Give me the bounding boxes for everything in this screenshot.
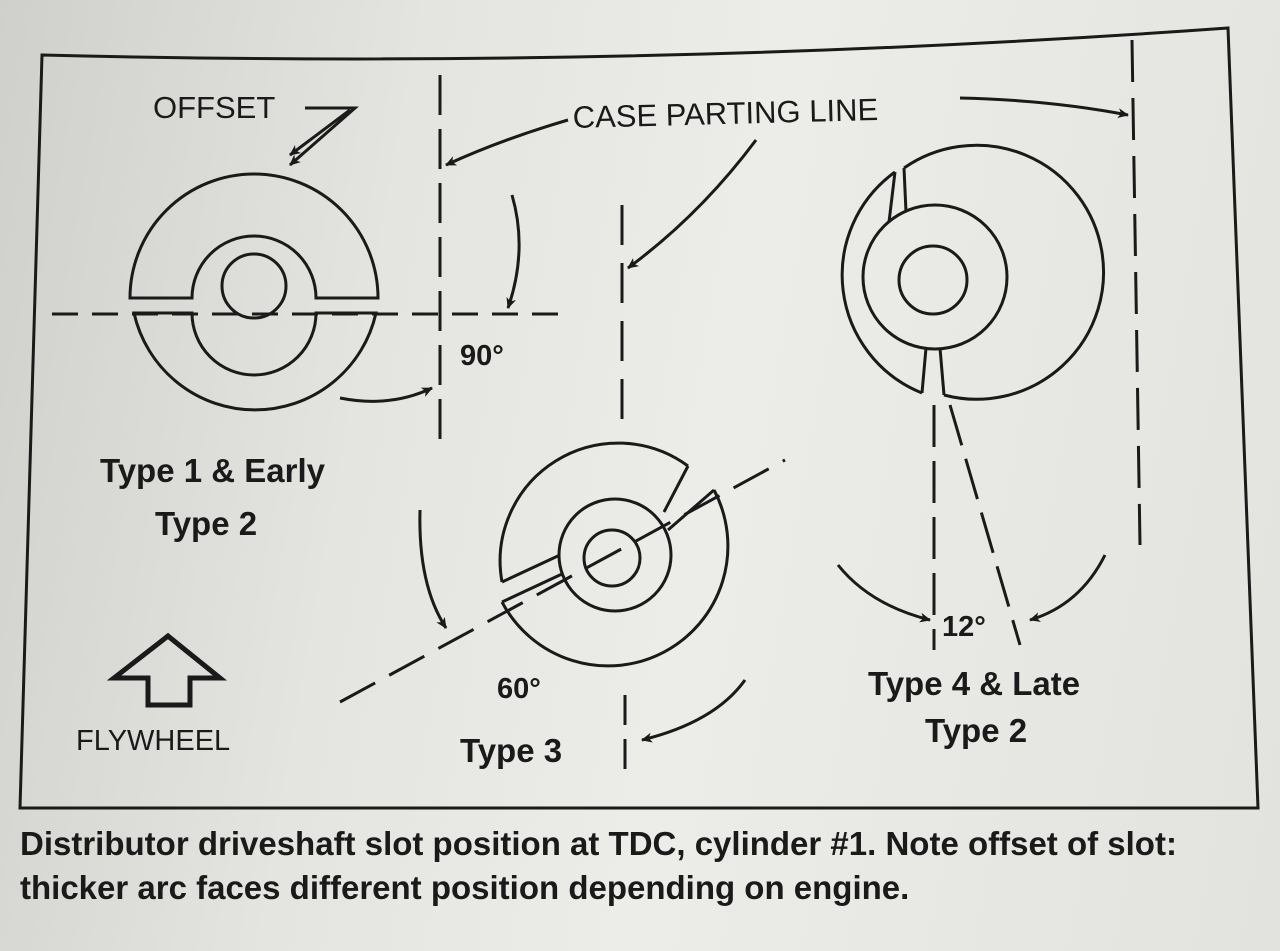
angle-60-label: 60° xyxy=(497,673,541,705)
figure-caption: Distributor driveshaft slot position at … xyxy=(20,825,1177,906)
figure-frame xyxy=(18,26,1260,810)
type4-reference-lines xyxy=(932,39,1142,650)
angle-90-label: 90° xyxy=(460,340,504,372)
type3-reference-lines xyxy=(339,205,786,782)
type3-arrows xyxy=(418,139,758,743)
up-arrow-outline-icon xyxy=(106,632,228,708)
type1-reference-lines xyxy=(52,75,560,440)
type1-rotor xyxy=(128,172,380,412)
type4-rotor xyxy=(840,143,1106,401)
type1-label-line1: Type 1 & Early xyxy=(100,452,326,489)
type1-label-line2: Type 2 xyxy=(155,505,257,542)
offset-label: OFFSET xyxy=(153,90,275,125)
type1-arrows xyxy=(339,194,521,403)
type4-label-line2: Type 2 xyxy=(925,712,1027,749)
type3-label: Type 3 xyxy=(460,732,562,769)
type4-arrows xyxy=(836,96,1129,623)
flywheel-label: FLYWHEEL xyxy=(76,725,230,757)
case-parting-arrow-left xyxy=(445,118,569,167)
offset-leader-2 xyxy=(289,108,351,157)
offset-leader xyxy=(289,106,359,167)
type3-rotor xyxy=(498,441,730,668)
case-parting-line-label: CASE PARTING LINE xyxy=(572,92,878,135)
type4-label-line1: Type 4 & Late xyxy=(868,665,1080,702)
angle-12-label: 12° xyxy=(942,611,986,643)
